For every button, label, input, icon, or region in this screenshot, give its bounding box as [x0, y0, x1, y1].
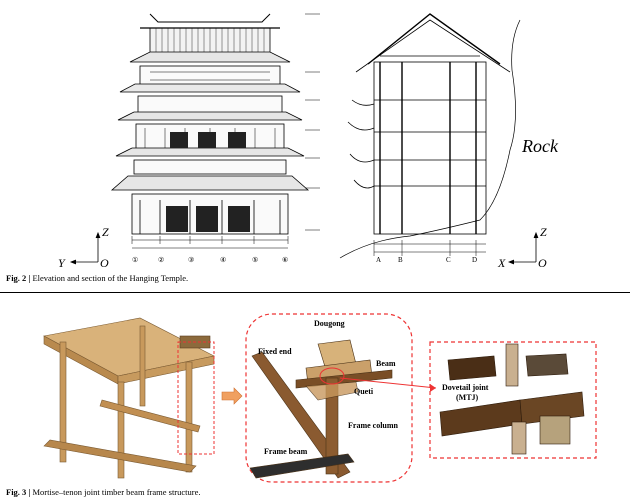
label-mtj: (MTJ) — [456, 393, 479, 402]
axis-left — [69, 231, 101, 265]
mtj-parts — [439, 343, 585, 455]
grid-label: ⑥ — [282, 256, 288, 264]
axis-x-right: X — [497, 256, 506, 268]
section-rule — [0, 292, 630, 293]
detail-frame — [245, 313, 413, 483]
label-dougong: Dougong — [314, 319, 345, 328]
rock-label: Rock — [521, 136, 559, 156]
axis-right — [507, 231, 539, 265]
grid-label: ③ — [188, 256, 194, 264]
arrow-icon — [221, 387, 243, 405]
axis-o-right: O — [538, 256, 547, 268]
fig2-caption-text: Elevation and section of the Hanging Tem… — [32, 273, 189, 283]
fig3-number: Fig. 3 — [6, 487, 27, 497]
frame-model — [43, 317, 215, 479]
axis-z-left: Z — [102, 225, 109, 239]
label-frame-column: Frame column — [348, 421, 399, 430]
label-frame-beam: Frame beam — [264, 447, 308, 456]
section-drawing — [339, 13, 521, 259]
axis-z-right: Z — [540, 225, 547, 239]
axis-o-left: O — [100, 256, 109, 268]
elevation-drawing — [110, 13, 320, 249]
fig3-svg: Dougong Fixed end Beam Queti Frame colum… — [43, 313, 597, 483]
fig3-caption: Fig. 3 | Mortise–tenon joint timber beam… — [6, 487, 201, 497]
fig3-drawing: Dougong Fixed end Beam Queti Frame colum… — [0, 296, 630, 486]
grid-label: ① — [132, 256, 138, 264]
grid-label: ④ — [220, 256, 226, 264]
fig2-number: Fig. 2 — [6, 273, 27, 283]
highlight-box — [177, 341, 215, 455]
label-fixed-end: Fixed end — [258, 347, 292, 356]
grid-label: D — [472, 256, 477, 264]
mtj-frame — [429, 341, 597, 459]
fig2-drawing: ① ② ③ ④ ⑤ ⑥ A B C D Z Y O Z X O Rock — [58, 13, 559, 270]
fig2-separator: | — [28, 273, 31, 283]
label-beam: Beam — [376, 359, 396, 368]
grid-label: ② — [158, 256, 164, 264]
grid-label: ⑤ — [252, 256, 258, 264]
axis-y-left: Y — [58, 256, 66, 268]
fig2-svg: ① ② ③ ④ ⑤ ⑥ A B C D Z Y O Z X O Rock — [58, 13, 559, 270]
grid-label: A — [376, 256, 381, 264]
fig3-separator: | — [28, 487, 31, 497]
grid-label: B — [398, 256, 403, 264]
joint-detail — [249, 339, 393, 479]
fig3-caption-text: Mortise–tenon joint timber beam frame st… — [32, 487, 201, 497]
label-dovetail: Dovetail joint — [442, 383, 489, 392]
label-queti: Queti — [354, 387, 374, 396]
grid-label: C — [446, 256, 451, 264]
fig2-caption: Fig. 2 | Elevation and section of the Ha… — [6, 273, 188, 283]
